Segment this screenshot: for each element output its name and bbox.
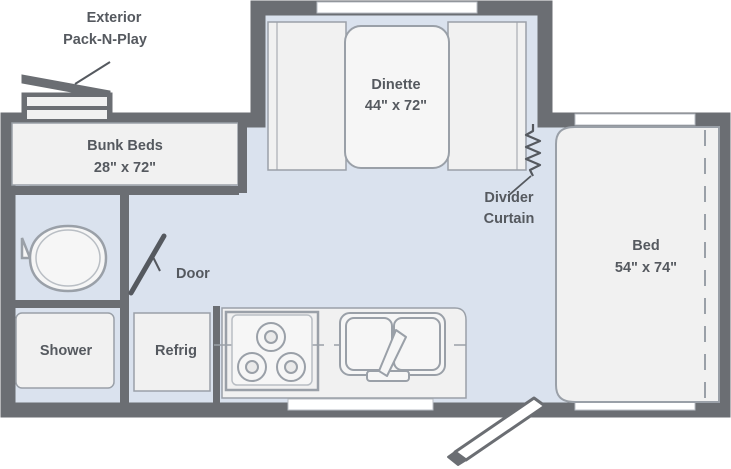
shower bbox=[15, 312, 115, 389]
bunk-beds-label-line2: 28" x 72" bbox=[94, 160, 156, 176]
interior-door-label: Door bbox=[176, 266, 210, 282]
double-sink bbox=[339, 312, 446, 382]
dinette bbox=[267, 21, 527, 171]
window-bed-top bbox=[574, 113, 696, 126]
dinette-label-line1: Dinette bbox=[371, 77, 420, 93]
dinette-label-line2: 44" x 72" bbox=[365, 98, 427, 114]
exterior-pack-n-play-label-line2: Pack-N-Play bbox=[63, 32, 147, 48]
bed bbox=[555, 126, 720, 403]
shower-label: Shower bbox=[40, 343, 93, 359]
entry-door bbox=[447, 396, 547, 466]
toilet bbox=[20, 224, 108, 293]
window-kitchen-bottom bbox=[287, 398, 434, 411]
bunk-beds-label-line1: Bunk Beds bbox=[87, 138, 163, 154]
divider-curtain bbox=[507, 124, 542, 197]
exterior-pack-n-play-label-line1: Exterior bbox=[87, 10, 142, 26]
bunk-beds bbox=[11, 122, 239, 186]
exterior-pack-n-play bbox=[21, 61, 113, 122]
exterior-walls bbox=[0, 0, 731, 418]
divider-curtain-label-line2: Curtain bbox=[484, 211, 535, 227]
refrigerator bbox=[133, 312, 211, 392]
refrig-label: Refrig bbox=[155, 343, 197, 359]
interior-door bbox=[128, 233, 167, 296]
bed-label-line1: Bed bbox=[632, 238, 659, 254]
divider-curtain-label-line1: Divider bbox=[484, 190, 534, 206]
interior-walls bbox=[8, 113, 247, 410]
window-dinette-top bbox=[316, 1, 478, 14]
three-burner-stove bbox=[224, 310, 320, 392]
bed-label-line2: 54" x 74" bbox=[615, 260, 677, 276]
